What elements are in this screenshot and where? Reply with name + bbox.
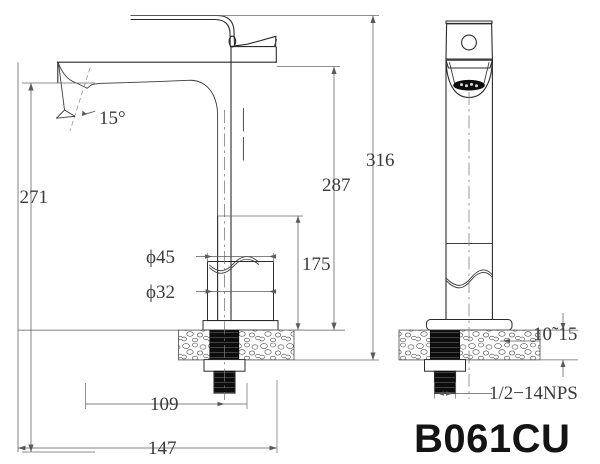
front-mounting [398, 319, 541, 395]
dimension-147: 147 [18, 380, 278, 459]
dimension-271: 271 [17, 62, 95, 453]
aerator-face [453, 79, 485, 91]
dim-109-label: 109 [150, 394, 179, 415]
dimension-109: 109 [85, 383, 248, 415]
dimension-phi45: ϕ45 [146, 247, 276, 268]
dim-thread-label: 1/2−14NPS [489, 383, 578, 404]
front-elevation-view: 10˜15 1/2−14NPS [398, 20, 578, 404]
handle-angle-geometry [56, 62, 96, 132]
dim-287-label: 287 [322, 175, 351, 196]
dim-phi32-label: ϕ32 [146, 282, 175, 303]
dimension-network-left: 271 287 316 175 [17, 15, 395, 459]
lever-handle [130, 14, 278, 48]
dim-175-label: 175 [302, 254, 331, 275]
dim-316-label: 316 [366, 150, 395, 171]
spout-body-outline [57, 46, 277, 263]
dim-angle-label: 15° [99, 108, 126, 129]
dim-147-label: 147 [148, 438, 177, 459]
dimension-deck-thickness: 10˜15 [500, 313, 578, 377]
dim-271-label: 271 [20, 187, 49, 208]
countertop-section [18, 329, 345, 361]
dim-phi45-label: ϕ45 [146, 247, 175, 268]
dim-deck-label: 10˜15 [533, 324, 577, 345]
dimension-phi32: ϕ32 [146, 282, 276, 303]
side-elevation-view [18, 14, 345, 400]
dimension-thread-callout: 1/2−14NPS [434, 382, 578, 404]
dimension-175: 175 [217, 215, 331, 331]
part-number-label: B061CU [414, 417, 570, 461]
escutcheon-collar [202, 256, 279, 331]
dimension-316: 316 [131, 15, 395, 361]
handle-cap [445, 20, 493, 60]
aerator-housing [445, 59, 493, 91]
dimension-287: 287 [276, 66, 351, 331]
